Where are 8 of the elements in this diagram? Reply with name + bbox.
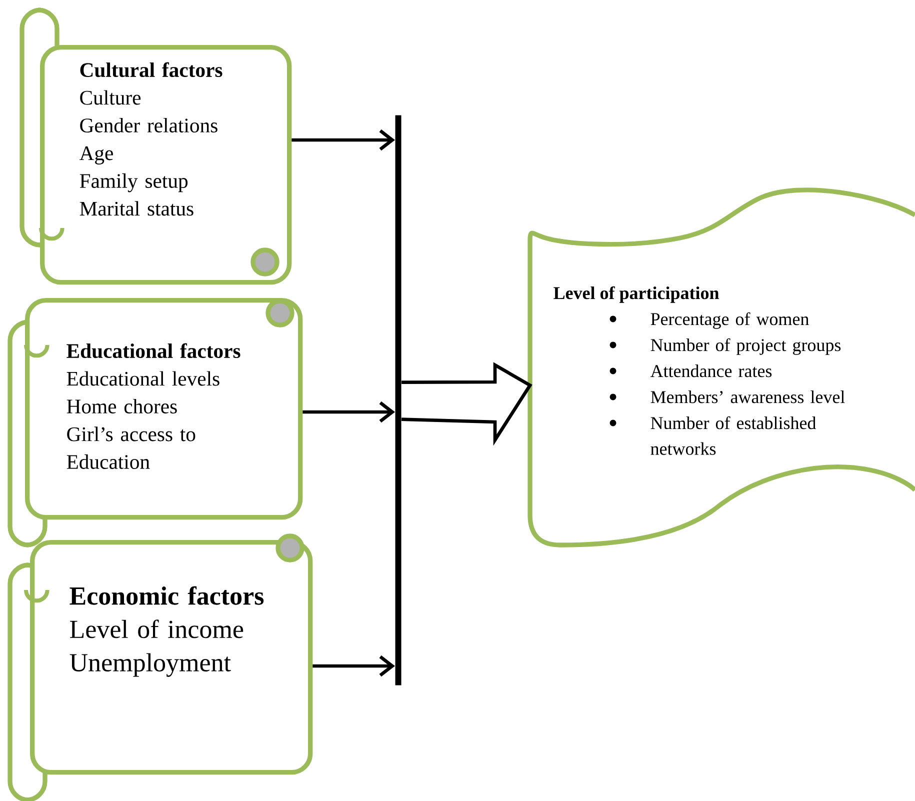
node-label: Economic factors: [70, 586, 264, 605]
node-label: Unemployment: [70, 653, 231, 677]
arrow: [292, 129, 395, 151]
node-label: Level of income: [70, 620, 244, 638]
block-arrow: [400, 362, 532, 446]
arrow: [312, 655, 395, 677]
vertical-bar: [395, 115, 402, 686]
arrow: [302, 401, 395, 423]
